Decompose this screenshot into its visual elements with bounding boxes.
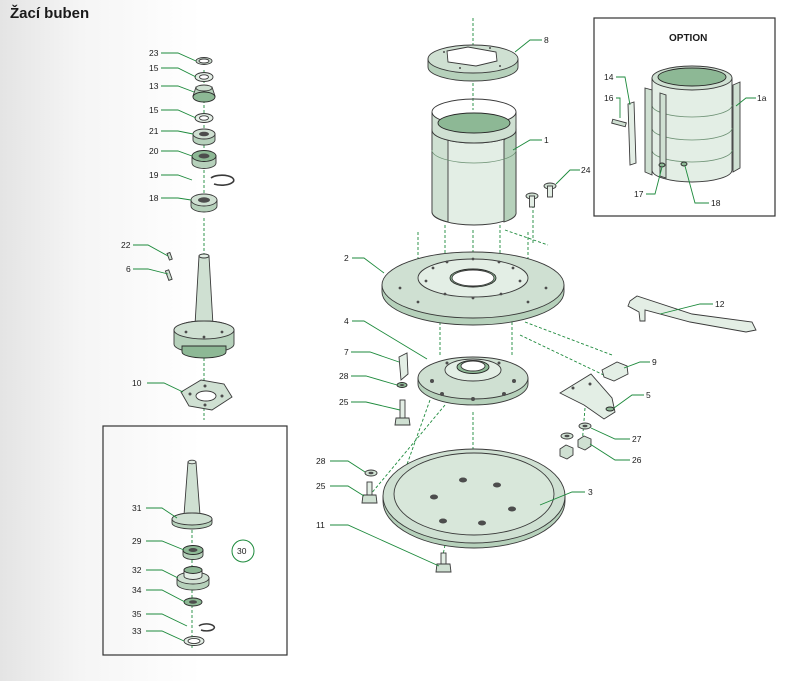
callout-11: 11 [316, 520, 325, 530]
part-32-hub [176, 566, 210, 591]
part-1-drum [431, 98, 517, 226]
callout-15-top: 15 [149, 63, 159, 73]
part-31-shaft-flange [171, 459, 213, 650]
part-24-bolts [525, 182, 557, 208]
part-9-plate [601, 361, 629, 382]
part-15-washer-top [194, 72, 214, 82]
callout-21: 21 [149, 126, 159, 136]
part-18-seal [190, 193, 218, 213]
part-7-clip [398, 352, 409, 381]
callout-12: 12 [715, 299, 725, 309]
part-23-circlip [195, 57, 213, 65]
callout-33: 33 [132, 626, 142, 636]
callout-30: 30 [237, 546, 247, 556]
part-20-bearing [191, 150, 217, 169]
part-21-bearing [192, 128, 216, 146]
drum-shaft-assembly [173, 253, 235, 359]
part-28-nut-upper [396, 382, 408, 388]
part-10-hex-plate [180, 379, 233, 411]
callout-18-option: 18 [711, 198, 721, 208]
callout-13: 13 [149, 81, 159, 91]
callout-22: 22 [121, 240, 131, 250]
part-4-hub-plate [417, 356, 529, 406]
callout-18: 18 [149, 193, 159, 203]
part-8-top-cover [427, 44, 519, 82]
part-15-washer-bottom [194, 113, 214, 123]
part-25-bolt-upper [394, 399, 411, 426]
part-13-bevel-gear [192, 84, 216, 103]
callout-25-upper: 25 [339, 397, 349, 407]
callout-1: 1 [544, 135, 549, 145]
callout-4: 4 [344, 316, 349, 326]
callout-35: 35 [132, 609, 142, 619]
callout-31: 31 [132, 503, 142, 513]
part-1a-optional-drum [644, 65, 741, 183]
part-33-ring [183, 636, 205, 646]
callout-2: 2 [344, 253, 349, 263]
callout-19: 19 [149, 170, 159, 180]
part-35-snap-ring [198, 623, 216, 632]
callout-28-upper: 28 [339, 371, 349, 381]
part-30-kit-marker [231, 539, 255, 563]
callout-29: 29 [132, 536, 142, 546]
part-3-skid-plate [382, 448, 566, 549]
part-29-bearing [182, 545, 204, 560]
part-14-strip [627, 101, 637, 166]
part-26-nut [559, 435, 592, 460]
callout-25-lower: 25 [316, 481, 326, 491]
callout-28-lower: 28 [316, 456, 326, 466]
callout-16: 16 [604, 93, 614, 103]
option-label: OPTION [669, 33, 707, 44]
page-title: Žací buben [10, 5, 90, 22]
part-25-bolt-lower [361, 481, 378, 504]
part-28-nut-lower [364, 469, 378, 477]
callout-17: 17 [634, 189, 644, 199]
callout-14: 14 [604, 72, 614, 82]
part-16-screw [611, 118, 627, 128]
callout-8: 8 [544, 35, 549, 45]
option-box [593, 17, 776, 217]
part-11-bolt [435, 552, 452, 573]
part-34-seal [183, 597, 203, 607]
callout-7: 7 [344, 347, 349, 357]
callout-3: 3 [588, 487, 593, 497]
callout-26: 26 [632, 455, 642, 465]
callout-1a: 1a [757, 93, 767, 103]
callout-5: 5 [646, 390, 651, 400]
part-27-washer [560, 422, 592, 440]
callout-numbers: 23 15 13 15 21 20 19 18 22 6 10 31 29 30… [121, 35, 767, 636]
leader-lines [133, 39, 756, 642]
callout-32: 32 [132, 565, 142, 575]
callout-24: 24 [581, 165, 591, 175]
part-2-disc [381, 251, 565, 326]
callout-15-bottom: 15 [149, 105, 159, 115]
callout-10: 10 [132, 378, 142, 388]
callout-6: 6 [126, 264, 131, 274]
callout-20: 20 [149, 146, 159, 156]
callout-9: 9 [652, 357, 657, 367]
part-22-pin [166, 251, 173, 261]
part-12-tool [627, 295, 757, 333]
callout-23: 23 [149, 48, 159, 58]
part-6-key [164, 269, 173, 281]
variant-assembly-box [102, 425, 288, 656]
callout-27: 27 [632, 434, 642, 444]
part-19-snap-ring [210, 174, 235, 186]
part-17-18-fasteners [658, 161, 688, 168]
callout-34: 34 [132, 585, 142, 595]
part-5-knife-holder [559, 373, 616, 420]
